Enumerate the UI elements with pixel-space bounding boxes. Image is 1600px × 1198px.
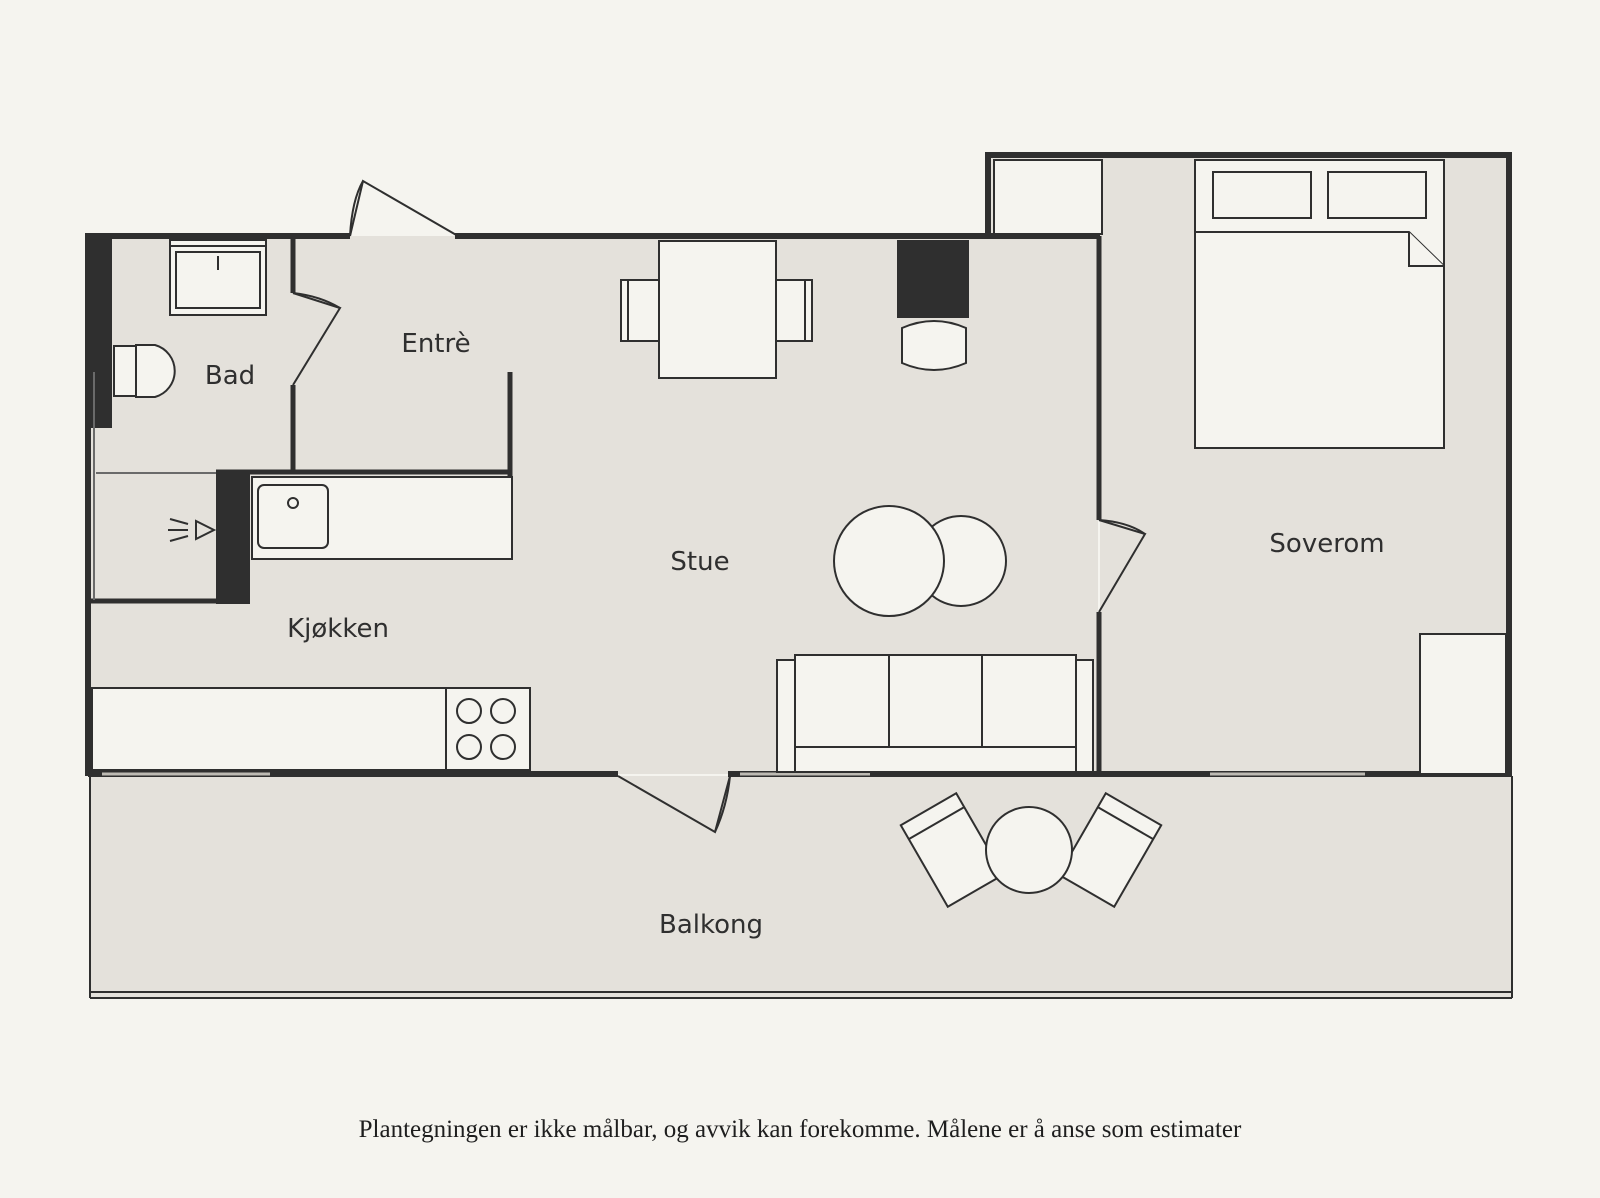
- kitchen-counter: [91, 476, 531, 771]
- room-label-stue: Stue: [670, 547, 729, 577]
- room-label-soverom: Soverom: [1269, 529, 1384, 559]
- doors: [292, 179, 1147, 834]
- stove-icon: [456, 698, 516, 760]
- sofa: [776, 654, 1094, 773]
- room-label-entre: Entrè: [401, 329, 470, 359]
- thick-walls: [88, 236, 969, 604]
- room-label-balkong: Balkong: [659, 910, 763, 940]
- disclaimer-text: Plantegningen er ikke målbar, og avvik k…: [358, 1116, 1242, 1143]
- stool: [901, 320, 967, 371]
- closets: [993, 159, 1507, 775]
- sink-icon: [169, 239, 267, 316]
- balcony-table-set: [899, 791, 1163, 909]
- room-label-bad: Bad: [205, 361, 255, 391]
- double-bed: [1194, 159, 1445, 449]
- interior-walls: [90, 233, 1102, 776]
- shower-glass: [93, 372, 216, 600]
- dining-table: [620, 240, 813, 379]
- shower-head-icon: [168, 518, 217, 542]
- coffee-tables: [833, 505, 1007, 617]
- balcony-area: [89, 776, 1513, 999]
- room-labels: Bad Entrè Stue Kjøkken Soverom Balkong: [205, 329, 1385, 940]
- toilet-icon: [113, 344, 176, 398]
- room-label-kjokken: Kjøkken: [287, 614, 389, 644]
